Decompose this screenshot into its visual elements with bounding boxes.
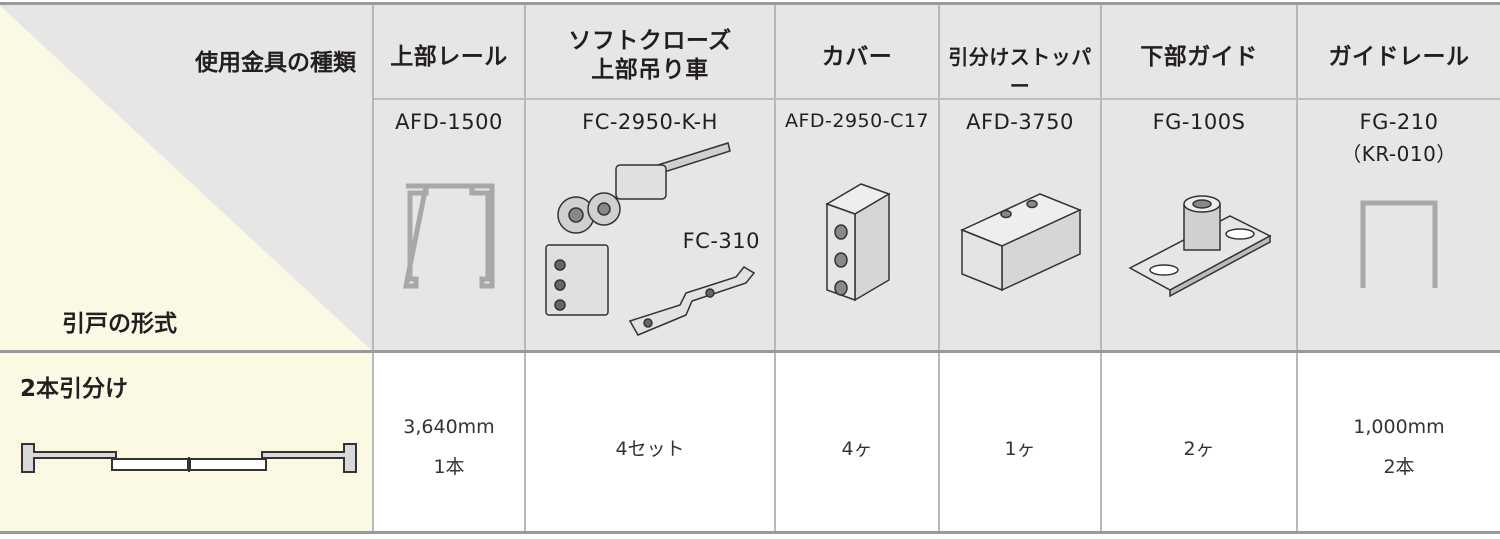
part-code-sub: （KR-010） bbox=[1341, 142, 1457, 166]
qty-cover: 4ヶ bbox=[776, 352, 938, 531]
qty-upper-rail: 3,640mm 1本 bbox=[374, 352, 524, 531]
column-divider bbox=[774, 5, 776, 531]
stopper-icon bbox=[960, 193, 1082, 292]
corner-diagonal bbox=[0, 5, 372, 350]
corner-header-cell: 使用金具の種類 引戸の形式 bbox=[0, 5, 372, 350]
row-divider-code bbox=[374, 98, 1500, 100]
column-divider bbox=[372, 5, 374, 531]
column-title-line1: ソフトクローズ bbox=[568, 28, 732, 54]
lower-guide-icon bbox=[1128, 195, 1272, 298]
qty-count: 1本 bbox=[433, 456, 465, 478]
bracket-icon bbox=[628, 266, 756, 336]
column-divider bbox=[1100, 5, 1102, 531]
table-middle-rule bbox=[0, 350, 1500, 353]
part-code: FG-100S bbox=[1152, 110, 1246, 134]
double-sliding-door-diagram bbox=[21, 443, 357, 473]
qty-length: 3,640mm bbox=[403, 416, 495, 438]
table-top-rule bbox=[0, 2, 1500, 5]
door-type-label: 引戸の形式 bbox=[62, 311, 177, 337]
qty-lower-guide: 2ヶ bbox=[1102, 352, 1296, 531]
column-guide-rail: ガイドレール FG-210 （KR-010） bbox=[1298, 5, 1500, 350]
hardware-type-label: 使用金具の種類 bbox=[195, 50, 356, 76]
upper-rail-icon bbox=[402, 183, 495, 289]
door-type-value: 2本引分け bbox=[20, 376, 129, 402]
qty-length: 1,000mm bbox=[1353, 416, 1445, 438]
qty-count: 2本 bbox=[1383, 456, 1415, 478]
column-title: 引分けストッパー bbox=[948, 45, 1092, 98]
column-upper-rail: 上部レール AFD-1500 bbox=[374, 5, 524, 350]
column-title: カバー bbox=[821, 44, 893, 70]
qty-count: 1ヶ bbox=[1004, 438, 1036, 460]
column-divider bbox=[938, 5, 940, 531]
part-code: AFD-2950-C17 bbox=[784, 110, 930, 132]
part-code: AFD-1500 bbox=[395, 110, 503, 134]
part-code: AFD-3750 bbox=[966, 110, 1074, 134]
cover-icon bbox=[825, 183, 891, 302]
column-title: 下部ガイド bbox=[1140, 44, 1258, 70]
part-code: FC-2950-K-H bbox=[582, 110, 718, 134]
column-stopper: 引分けストッパー AFD-3750 bbox=[940, 5, 1100, 350]
qty-stopper: 1ヶ bbox=[940, 352, 1100, 531]
door-type-cell: 2本引分け bbox=[0, 352, 372, 531]
column-title-line2: 上部吊り車 bbox=[591, 57, 709, 83]
qty-guide-rail: 1,000mm 2本 bbox=[1298, 352, 1500, 531]
qty-softclose-hanger: 4セット bbox=[526, 352, 774, 531]
column-title: ガイドレール bbox=[1328, 44, 1470, 70]
column-title: 上部レール bbox=[390, 44, 508, 70]
hanger-roller-icon bbox=[545, 142, 731, 316]
guide-rail-icon bbox=[1360, 200, 1438, 288]
qty-count: 2ヶ bbox=[1183, 438, 1215, 460]
column-divider bbox=[524, 5, 526, 531]
column-cover: カバー AFD-2950-C17 bbox=[776, 5, 938, 350]
table-bottom-rule bbox=[0, 531, 1500, 534]
column-lower-guide: 下部ガイド FG-100S bbox=[1102, 5, 1296, 350]
qty-count: 4ヶ bbox=[841, 438, 873, 460]
qty-count: 4セット bbox=[615, 438, 685, 460]
column-divider bbox=[1296, 5, 1298, 531]
column-softclose-hanger: ソフトクローズ 上部吊り車 FC-2950-K-H FC-310 bbox=[526, 5, 774, 350]
part-code: FG-210 bbox=[1359, 110, 1439, 134]
part-code-extra: FC-310 bbox=[682, 229, 760, 253]
